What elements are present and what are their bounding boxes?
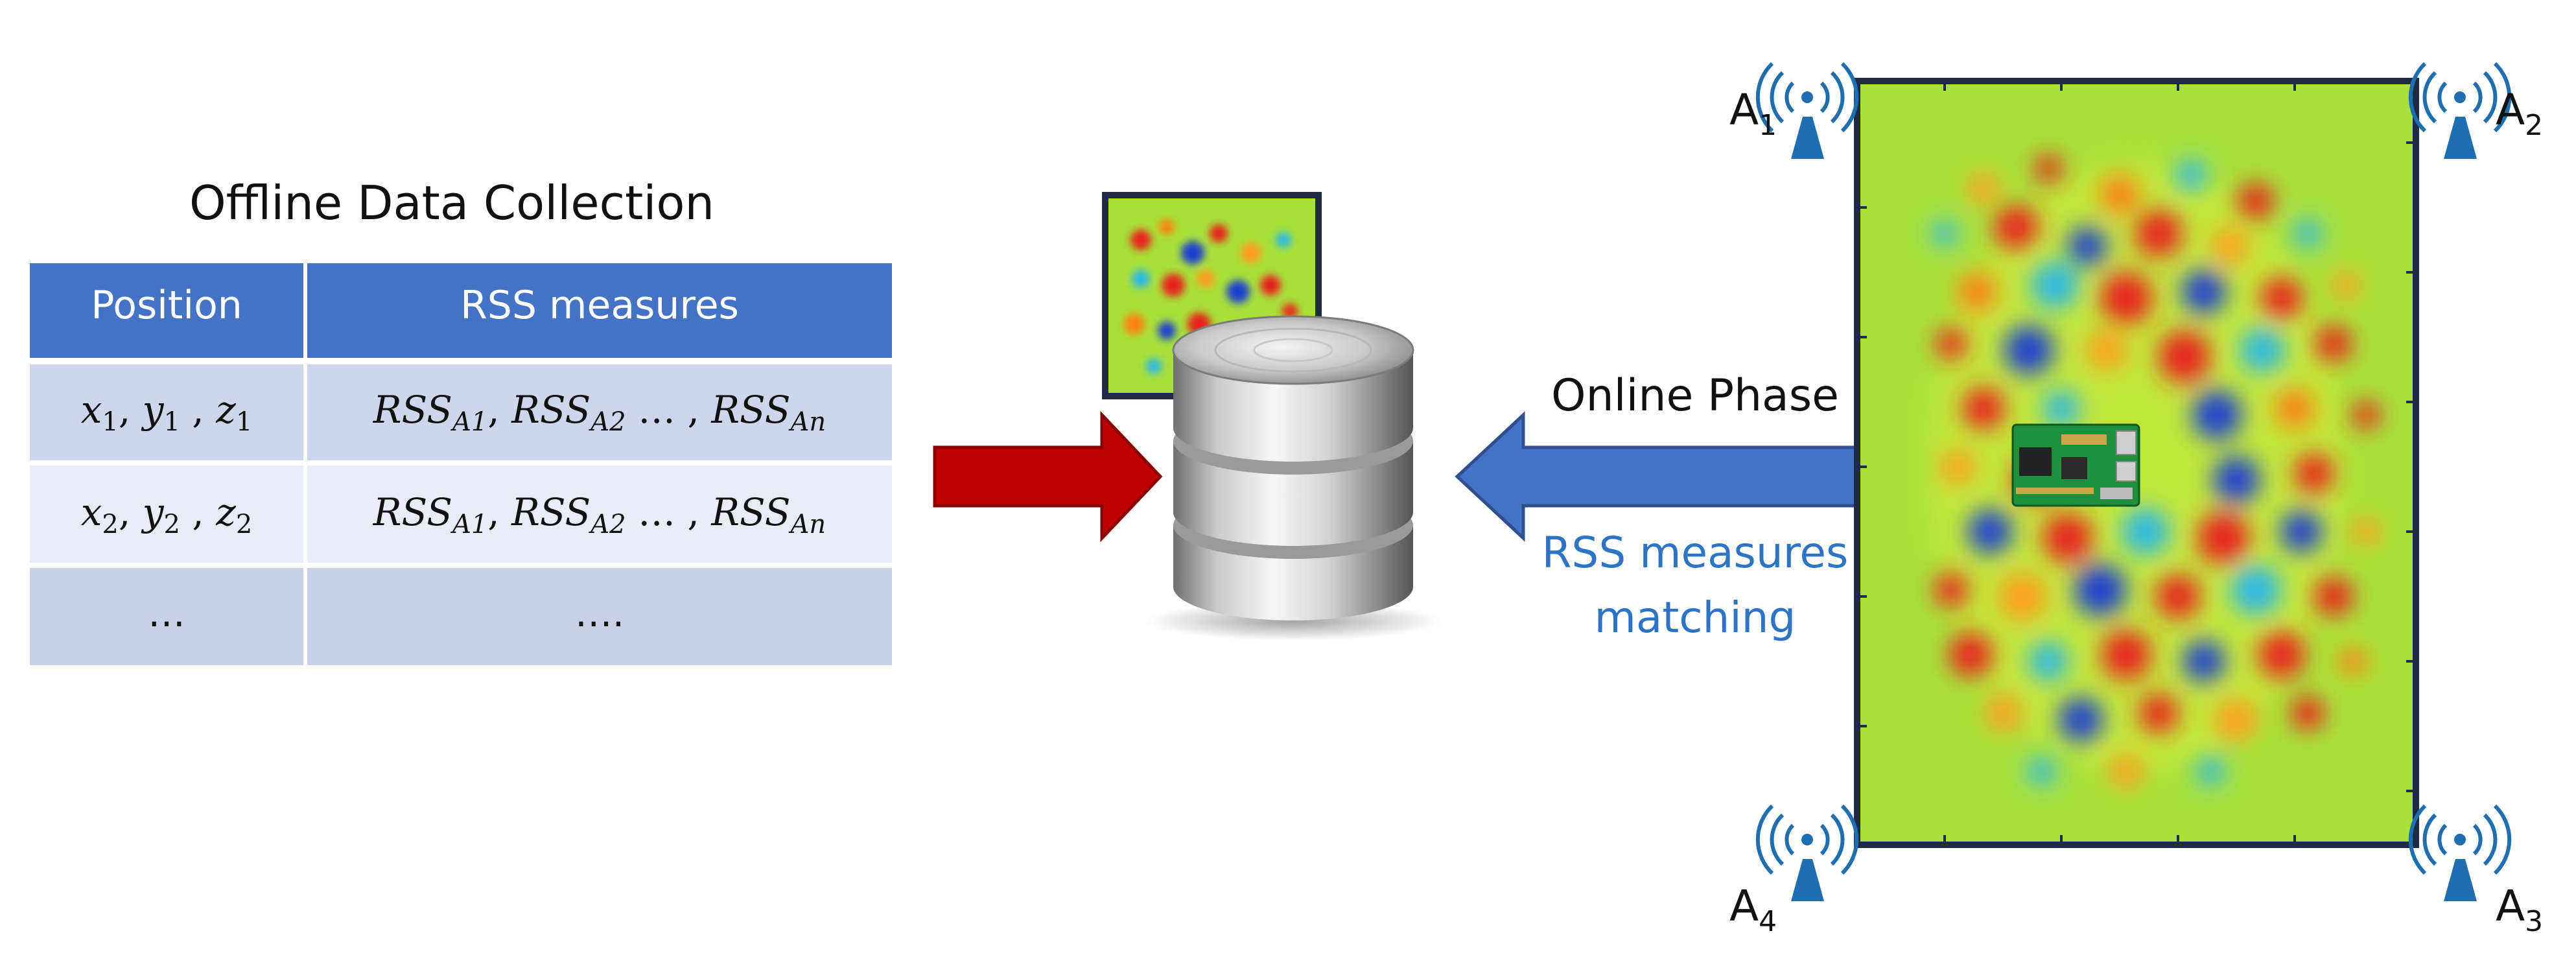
table-cell xyxy=(307,466,892,563)
database-icon xyxy=(1144,315,1442,641)
anchor-a2: A2 xyxy=(2408,62,2543,159)
table-row-1-rss: RSSA1, RSSA2 … , RSSAn xyxy=(373,388,826,437)
table-cell xyxy=(307,364,892,460)
anchor-a3: A3 xyxy=(2408,804,2543,938)
radio-tower-icon xyxy=(1755,804,1859,901)
radio-tower-icon xyxy=(1755,62,1859,159)
anchor-a1: A1 xyxy=(1729,62,1859,159)
fingerprint-table: Position RSS measures x1, y1 , z1 RSSA1,… xyxy=(30,263,892,665)
table-header-cell xyxy=(30,263,303,358)
circuit-board-icon xyxy=(2011,423,2140,507)
anchor-label: A2 xyxy=(2496,85,2543,142)
radio-map-thumbnail xyxy=(1102,192,1322,399)
matching-label-line2: matching xyxy=(1595,593,1796,643)
offline-title: Offline Data Collection xyxy=(189,176,714,230)
table-row-2-position: x2, y2 , z2 xyxy=(81,490,253,539)
table-cell xyxy=(30,568,303,665)
table-header-position: Position xyxy=(91,283,242,328)
table-row-2-rss: RSSA1, RSSA2 … , RSSAn xyxy=(373,490,826,539)
anchor-label: A1 xyxy=(1729,85,1777,142)
offline-to-database-arrow xyxy=(933,410,1163,543)
anchor-label: A3 xyxy=(2496,881,2543,938)
table-row-1-position: x1, y1 , z1 xyxy=(81,388,253,437)
anchor-a4: A4 xyxy=(1729,804,1859,938)
table-row-3-position: … xyxy=(148,591,185,635)
radio-tower-icon xyxy=(2408,62,2512,159)
matching-label-line1: RSS measures xyxy=(1542,528,1849,578)
table-header-cell xyxy=(307,263,892,358)
online-phase-label: Online Phase xyxy=(1551,370,1839,421)
radio-tower-icon xyxy=(2408,804,2512,901)
table-header-rss: RSS measures xyxy=(460,283,739,328)
table-cell xyxy=(30,466,303,563)
table-row-3-rss: …. xyxy=(575,591,624,635)
table-cell xyxy=(307,568,892,665)
anchor-label: A4 xyxy=(1729,881,1777,938)
table-cell xyxy=(30,364,303,460)
